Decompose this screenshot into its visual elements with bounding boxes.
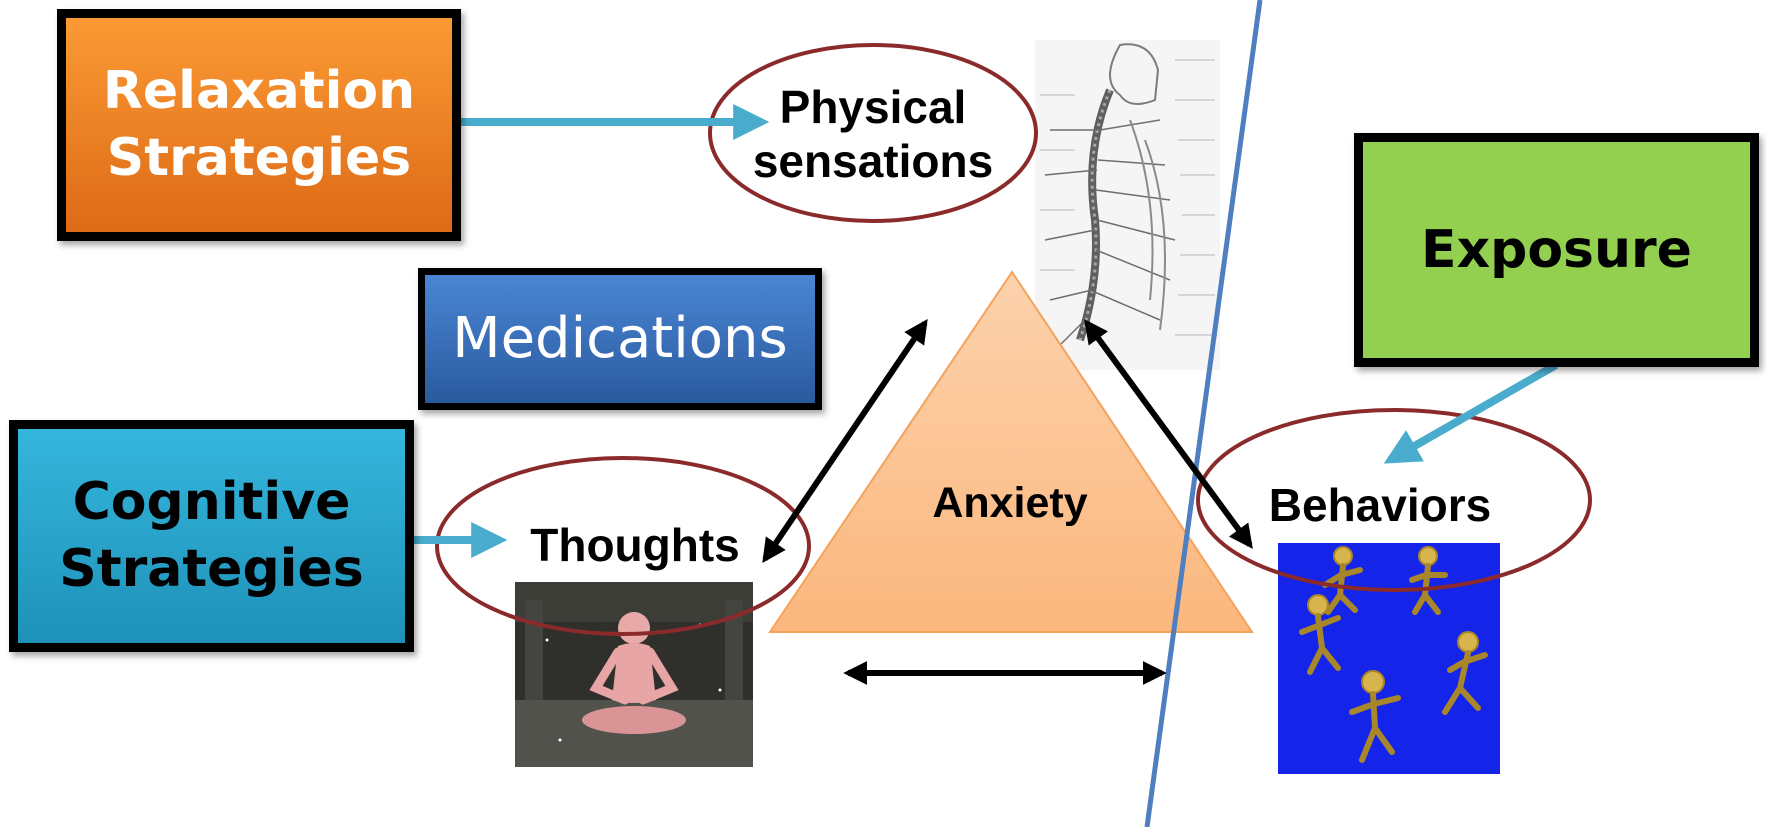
anxiety-label: Anxiety — [915, 478, 1105, 529]
meditating-figure-image — [515, 582, 753, 767]
cognitive-strategies-label: Cognitive Strategies — [59, 469, 363, 602]
cognitive-strategies-box: Cognitive Strategies — [9, 420, 414, 652]
medications-box: Medications — [418, 268, 822, 410]
physical-sensations-label: Physical sensations — [738, 80, 1008, 189]
exposure-box: Exposure — [1354, 133, 1759, 367]
behaviors-label: Behaviors — [1255, 478, 1505, 532]
nervous-system-illustration — [1035, 40, 1220, 370]
relaxation-strategies-label: Relaxation Strategies — [103, 58, 415, 191]
dancing-figures-image — [1278, 543, 1500, 774]
medications-label: Medications — [452, 303, 787, 375]
relaxation-strategies-box: Relaxation Strategies — [57, 9, 461, 241]
exposure-label: Exposure — [1421, 217, 1692, 284]
thoughts-label: Thoughts — [515, 518, 755, 572]
